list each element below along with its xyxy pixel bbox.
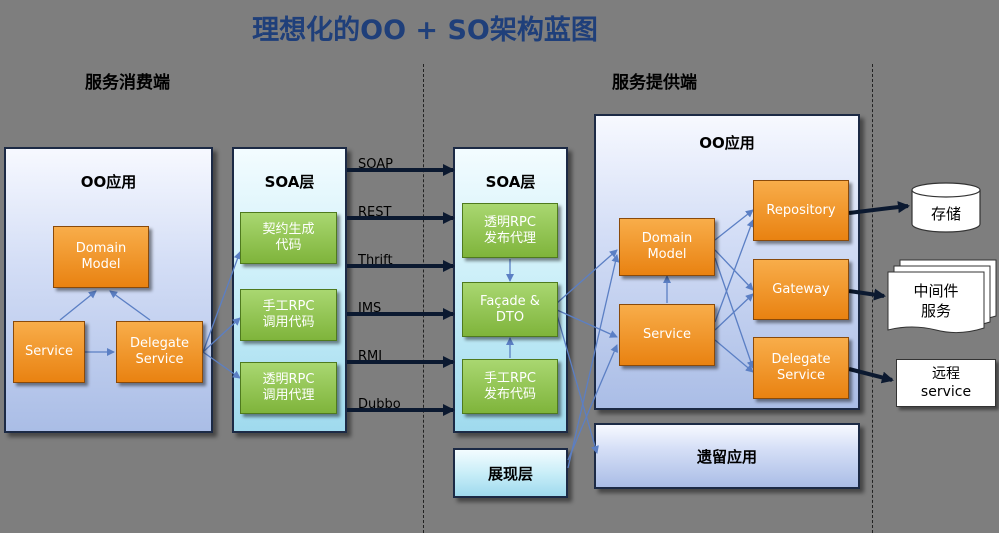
protocol-thrift: Thrift [358,253,393,268]
consumer-service: Service [13,321,85,383]
provider-section-label: 服务提供端 [612,73,697,93]
provider-delegate-service: Delegate Service [753,337,849,399]
storage-label: 存储 [930,205,961,223]
contract-generated-code: 契约生成 代码 [240,212,337,264]
middleware-label: 中间件 服务 [913,282,959,320]
remote-service: 远程 service [896,359,996,407]
divider-center [423,64,424,533]
presentation-layer: 展现层 [453,448,568,498]
provider-domain-model: Domain Model [619,218,715,276]
consumer-soa-title: SOA层 [264,173,315,191]
provider-oo-title: OO应用 [699,134,755,152]
protocol-rest: REST [358,205,392,220]
consumer-delegate-service: Delegate Service [116,321,203,383]
multi-document-icon [887,259,997,334]
consumer-domain-model: Domain Model [53,226,149,288]
provider-soa-title: SOA层 [485,173,536,191]
storage: 存储 [910,181,982,233]
transparent-rpc-publish-proxy: 透明RPC 发布代理 [462,203,558,258]
protocol-rmi: RMI [358,349,383,364]
manual-rpc-publish-code: 手工RPC 发布代码 [462,359,558,414]
cylinder-icon [911,182,981,233]
consumer-oo-panel: OO应用 [4,147,213,433]
provider-service: Service [619,304,715,366]
provider-gateway: Gateway [753,259,849,320]
divider-right [872,64,873,533]
page-title: 理想化的OO + SO架构蓝图 [252,15,598,46]
protocol-jms: JMS [358,301,382,316]
middleware-service: 中间件 服务 [886,258,998,334]
transparent-rpc-call-proxy: 透明RPC 调用代理 [240,362,337,414]
consumer-section-label: 服务消费端 [85,73,170,93]
facade-dto: Façade & DTO [462,282,558,337]
manual-rpc-call-code: 手工RPC 调用代码 [240,289,337,341]
legacy-application: 遗留应用 [594,423,860,489]
consumer-oo-title: OO应用 [80,173,137,191]
protocol-soap: SOAP [358,157,393,172]
provider-repository: Repository [753,180,849,241]
protocol-dubbo: Dubbo [358,397,401,412]
